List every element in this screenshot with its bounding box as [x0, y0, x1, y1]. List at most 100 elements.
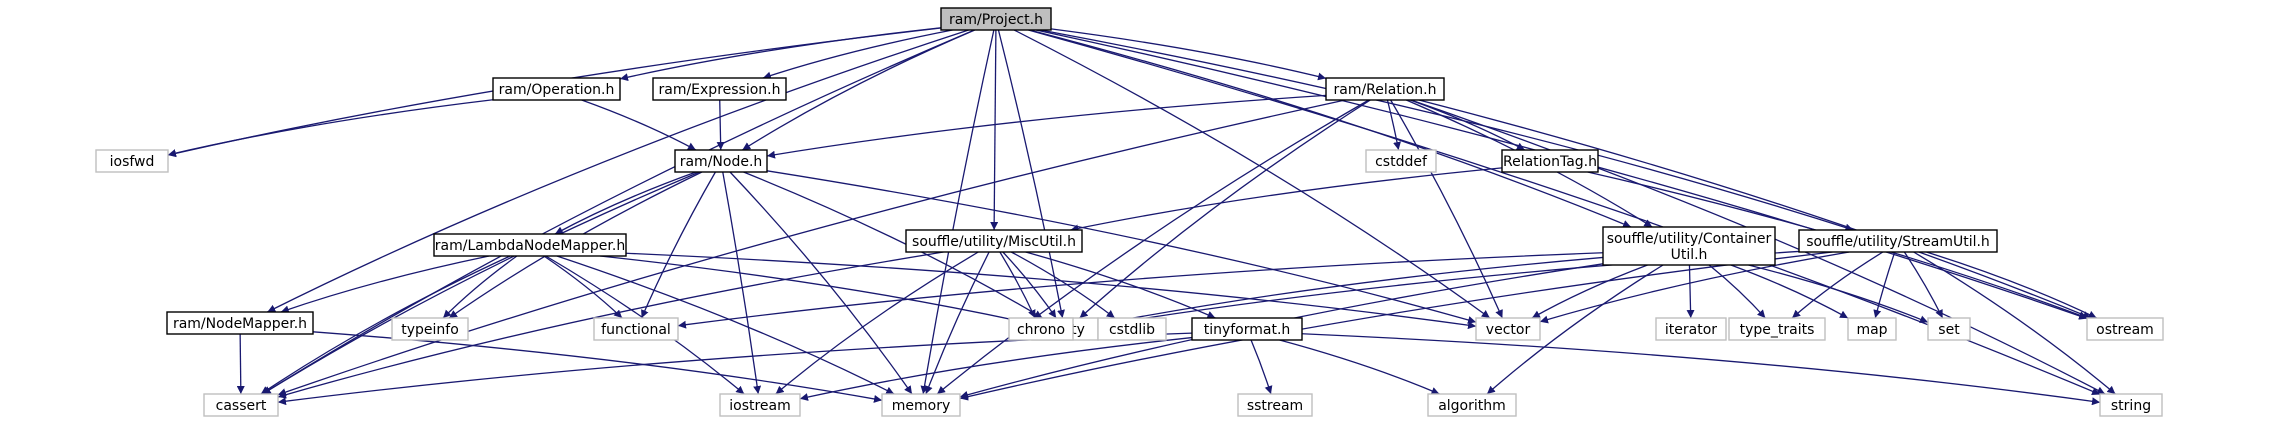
- edge-relation-to-utility: [1079, 99, 1371, 319]
- node-node-box: [674, 149, 768, 173]
- node-tinyformat[interactable]: tinyformat.h: [1191, 317, 1303, 341]
- node-type_traits-label: type_traits: [1740, 322, 1815, 338]
- node-memory-box: [881, 393, 961, 417]
- edge-nodemapper-to-memory: [312, 331, 883, 403]
- edge-streamutil-to-map: [1873, 251, 1896, 319]
- edge-miscutil-to-tinyformat: [1025, 251, 1216, 319]
- node-cstddef-box: [1365, 149, 1437, 173]
- node-root[interactable]: ram/Project.h: [940, 7, 1052, 31]
- node-lambdamapper[interactable]: ram/LambdaNodeMapper.h: [433, 233, 627, 257]
- edge-containerutil-to-map: [1730, 264, 1849, 319]
- edge-node-to-vector: [766, 170, 1477, 324]
- node-tinyformat-box: [1191, 317, 1303, 341]
- edge-nodemapper-to-cassert: [236, 333, 245, 395]
- node-expression[interactable]: ram/Expression.h: [652, 77, 787, 101]
- node-relationtag[interactable]: RelationTag.h: [1501, 149, 1599, 173]
- edge-tinyformat-to-cassert: [277, 332, 1193, 406]
- edge-relation-to-cstddef: [1386, 99, 1401, 151]
- node-cassert-box: [203, 393, 279, 417]
- node-streamutil-box: [1798, 229, 1998, 253]
- node-string-label: string: [2111, 398, 2151, 414]
- edge-root-to-containerutil: [1029, 29, 1632, 228]
- node-string-box: [2099, 393, 2163, 417]
- node-iterator-label: iterator: [1665, 322, 1717, 338]
- edge-node-to-functional: [640, 171, 716, 319]
- node-operation[interactable]: ram/Operation.h: [492, 77, 621, 101]
- edge-root-to-vector: [1013, 29, 1491, 319]
- edge-root-to-utility: [997, 29, 1065, 319]
- node-iostream-box: [719, 393, 801, 417]
- edge-root-to-streamutil: [1040, 29, 1854, 232]
- node-vector-box: [1475, 317, 1541, 341]
- edge-relation-to-vector: [1390, 99, 1503, 319]
- edge-root-to-miscutil: [990, 29, 999, 231]
- edge-streamutil-to-ostream: [1926, 251, 2097, 319]
- edge-containerutil-to-functional: [677, 252, 1604, 329]
- edge-lambdamapper-to-typeinfo: [442, 255, 518, 319]
- node-cstddef: cstddef: [1365, 149, 1437, 173]
- node-vector-label: vector: [1486, 322, 1531, 338]
- node-tinyformat-label: tinyformat.h: [1204, 322, 1291, 338]
- node-cstdlib-box: [1097, 317, 1167, 341]
- node-ostream-box: [2086, 317, 2164, 341]
- edge-lambdamapper-to-nodemapper: [280, 255, 490, 314]
- node-node-label: ram/Node.h: [680, 154, 763, 170]
- node-nodemapper[interactable]: ram/NodeMapper.h: [166, 311, 314, 335]
- edge-lambdamapper-to-cassert: [260, 255, 511, 395]
- node-map-box: [1847, 317, 1897, 341]
- edge-root-to-expression: [762, 29, 953, 80]
- node-sstream-box: [1237, 393, 1313, 417]
- node-root-label: ram/Project.h: [949, 12, 1043, 28]
- node-lambdamapper-box: [433, 233, 627, 257]
- node-miscutil-label: souffle/utility/MiscUtil.h: [912, 234, 1076, 250]
- edge-relation-to-node: [766, 94, 1327, 159]
- edge-streamutil-to-type_traits: [1791, 251, 1884, 319]
- node-chrono-box: [1008, 317, 1074, 341]
- edge-node-to-lambdamapper: [554, 171, 697, 235]
- node-expression-box: [652, 77, 787, 101]
- node-iosfwd-label: iosfwd: [110, 154, 155, 170]
- edge-lambdamapper-to-functional: [543, 255, 623, 319]
- node-sstream-label: sstream: [1247, 398, 1303, 414]
- edge-tinyformat-to-iostream: [799, 336, 1193, 401]
- node-ostream-label: ostream: [2096, 322, 2154, 338]
- node-map: map: [1847, 317, 1897, 341]
- node-relationtag-box: [1501, 149, 1599, 173]
- node-operation-label: ram/Operation.h: [499, 82, 615, 98]
- node-nodemapper-box: [166, 311, 314, 335]
- node-ostream: ostream: [2086, 317, 2164, 341]
- edge-containerutil-to-vector: [1531, 264, 1648, 319]
- node-algorithm: algorithm: [1427, 393, 1517, 417]
- edge-root-to-memory: [920, 29, 995, 395]
- edge-tinyformat-to-algorithm: [1279, 339, 1440, 395]
- node-relation[interactable]: ram/Relation.h: [1325, 77, 1445, 101]
- edge-miscutil-to-memory: [925, 251, 990, 395]
- edge-containerutil-to-set: [1748, 264, 1929, 324]
- node-lambdamapper-label: ram/LambdaNodeMapper.h: [435, 238, 625, 254]
- edge-root-to-cassert: [262, 29, 975, 395]
- node-nodemapper-label: ram/NodeMapper.h: [173, 316, 307, 332]
- edge-operation-to-node: [581, 99, 697, 151]
- node-node[interactable]: ram/Node.h: [674, 149, 768, 173]
- edge-streamutil-to-string: [1913, 251, 2116, 395]
- node-miscutil[interactable]: souffle/utility/MiscUtil.h: [905, 229, 1083, 253]
- node-root-box: [940, 7, 1052, 31]
- node-set-label: set: [1938, 322, 1960, 338]
- edge-lambdamapper-to-vector: [625, 252, 1477, 330]
- node-containerutil-box: [1602, 226, 1776, 266]
- edge-root-to-nodemapper: [267, 29, 969, 313]
- edge-relation-to-ostream: [1418, 99, 2092, 319]
- edge-containerutil-to-algorithm: [1486, 264, 1664, 395]
- node-functional-box: [593, 317, 679, 341]
- node-cassert: cassert: [203, 393, 279, 417]
- node-streamutil[interactable]: souffle/utility/StreamUtil.h: [1798, 229, 1998, 253]
- node-relation-label: ram/Relation.h: [1333, 82, 1436, 98]
- edge-lambdamapper-to-utility: [599, 255, 1033, 327]
- nodes-layer: ram/Project.h ram/Operation.h ram/Expressi…: [95, 7, 2164, 417]
- node-relation-box: [1325, 77, 1445, 101]
- edge-containerutil-to-type_traits: [1708, 264, 1766, 319]
- edge-relation-to-string: [1410, 99, 2106, 395]
- edge-miscutil-to-iostream: [775, 251, 979, 395]
